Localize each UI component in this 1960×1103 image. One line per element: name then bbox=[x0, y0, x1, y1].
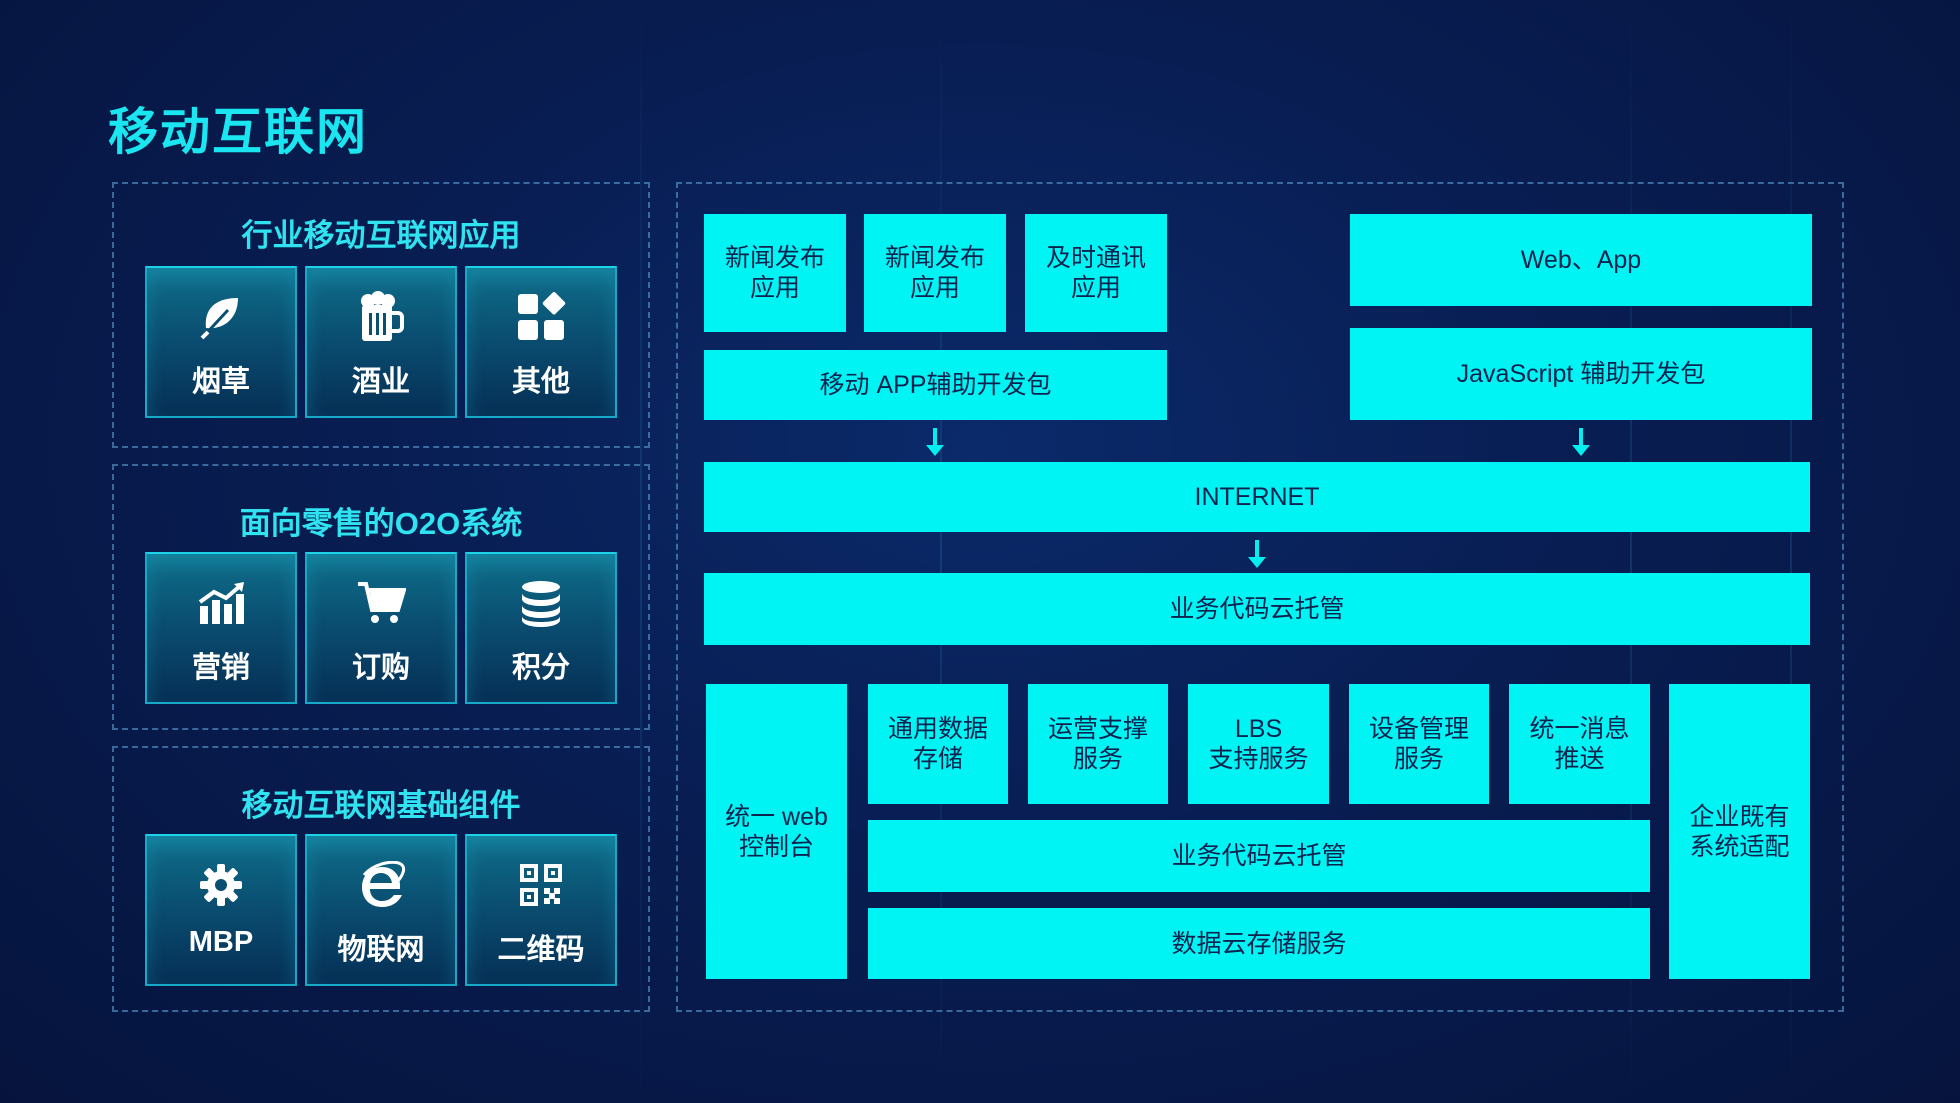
panel-title: 行业移动互联网应用 bbox=[241, 218, 521, 253]
tile-label: 其他 bbox=[511, 366, 570, 398]
box-label: LBS 支持服务 bbox=[1208, 715, 1309, 773]
panel-title: 移动互联网基础组件 bbox=[241, 788, 521, 823]
cloud-hosting-bar-2[interactable]: 业务代码云托管 bbox=[868, 820, 1650, 892]
growth-chart-icon bbox=[147, 576, 295, 630]
tile-qrcode[interactable]: 二维码 bbox=[465, 834, 617, 986]
js-sdk[interactable]: JavaScript 辅助开发包 bbox=[1350, 328, 1812, 420]
box-label: 设备管理 服务 bbox=[1368, 715, 1469, 773]
panel-retail-o2o: 面向零售的O2O系统 营销 订购 积分 bbox=[112, 464, 650, 730]
shopping-cart-icon bbox=[307, 576, 455, 630]
service-push[interactable]: 统一消息 推送 bbox=[1509, 684, 1650, 804]
tile-mbp[interactable]: MBP bbox=[145, 834, 297, 986]
leaf-icon bbox=[147, 290, 295, 344]
box-label: 数据云存储服务 bbox=[1171, 929, 1347, 958]
architecture-panel bbox=[676, 182, 1844, 1012]
service-device-mgmt[interactable]: 设备管理 服务 bbox=[1349, 684, 1489, 804]
arrow-down-icon bbox=[1572, 428, 1590, 456]
cloud-hosting-bar[interactable]: 业务代码云托管 bbox=[704, 573, 1810, 645]
box-label: 通用数据 存储 bbox=[887, 715, 988, 773]
mobile-sdk[interactable]: 移动 APP辅助开发包 bbox=[704, 350, 1167, 420]
app-news-1[interactable]: 新闻发布 应用 bbox=[704, 214, 846, 332]
app-news-2[interactable]: 新闻发布 应用 bbox=[864, 214, 1006, 332]
tile-tobacco[interactable]: 烟草 bbox=[145, 266, 297, 418]
arrow-down-icon bbox=[926, 428, 944, 456]
service-lbs[interactable]: LBS 支持服务 bbox=[1188, 684, 1329, 804]
tile-label: 烟草 bbox=[191, 366, 250, 398]
internet-bar[interactable]: INTERNET bbox=[704, 462, 1810, 532]
app-im[interactable]: 及时通讯 应用 bbox=[1025, 214, 1167, 332]
box-label: Web、App bbox=[1520, 246, 1642, 274]
service-data-storage[interactable]: 通用数据 存储 bbox=[868, 684, 1008, 804]
coin-stack-icon bbox=[467, 576, 615, 630]
tile-liquor[interactable]: 酒业 bbox=[305, 266, 457, 418]
tile-label: 酒业 bbox=[351, 366, 410, 398]
enterprise-adapter[interactable]: 企业既有 系统适配 bbox=[1669, 684, 1810, 979]
qr-code-icon bbox=[467, 858, 615, 912]
box-label: 统一消息 推送 bbox=[1529, 715, 1630, 773]
box-label: 业务代码云托管 bbox=[1169, 595, 1345, 623]
panel-mobile-components: 移动互联网基础组件 MBP 物联网 二维码 bbox=[112, 746, 650, 1012]
tile-marketing[interactable]: 营销 bbox=[145, 552, 297, 704]
arrow-down-icon bbox=[1248, 540, 1266, 568]
page-title: 移动互联网 bbox=[108, 104, 368, 160]
box-label: 及时通讯 应用 bbox=[1045, 244, 1146, 302]
web-console[interactable]: 统一 web 控制台 bbox=[706, 684, 847, 979]
beer-mug-icon bbox=[307, 290, 455, 344]
tile-label: MBP bbox=[188, 926, 254, 958]
box-label: 业务代码云托管 bbox=[1171, 842, 1347, 870]
tile-label: 物联网 bbox=[337, 934, 425, 966]
apps-grid-icon bbox=[467, 290, 615, 344]
box-label: JavaScript 辅助开发包 bbox=[1456, 360, 1706, 388]
cloud-storage-bar[interactable]: 数据云存储服务 bbox=[868, 908, 1650, 979]
tile-label: 二维码 bbox=[497, 934, 585, 966]
box-label: 移动 APP辅助开发包 bbox=[819, 371, 1052, 399]
box-label: INTERNET bbox=[1194, 483, 1320, 511]
internet-explorer-icon bbox=[307, 858, 455, 912]
panel-title: 面向零售的O2O系统 bbox=[239, 506, 523, 541]
gear-icon bbox=[147, 858, 295, 912]
tile-label: 积分 bbox=[511, 652, 570, 684]
panel-industry-apps: 行业移动互联网应用 烟草 酒业 其他 bbox=[112, 182, 650, 448]
box-label: 新闻发布 应用 bbox=[724, 244, 825, 302]
tile-points[interactable]: 积分 bbox=[465, 552, 617, 704]
box-label: 企业既有 系统适配 bbox=[1689, 802, 1790, 861]
tile-order[interactable]: 订购 bbox=[305, 552, 457, 704]
tile-other[interactable]: 其他 bbox=[465, 266, 617, 418]
service-operations[interactable]: 运营支撑 服务 bbox=[1028, 684, 1168, 804]
tile-label: 营销 bbox=[191, 652, 250, 684]
box-label: 运营支撑 服务 bbox=[1047, 715, 1148, 773]
web-app[interactable]: Web、App bbox=[1350, 214, 1812, 306]
tile-iot[interactable]: 物联网 bbox=[305, 834, 457, 986]
box-label: 新闻发布 应用 bbox=[884, 244, 985, 302]
tile-label: 订购 bbox=[351, 652, 410, 684]
box-label: 统一 web 控制台 bbox=[725, 802, 828, 861]
